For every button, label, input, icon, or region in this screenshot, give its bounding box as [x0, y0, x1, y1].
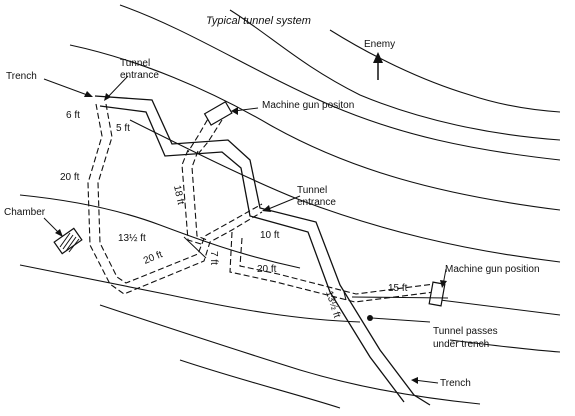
- chamber-label: Chamber: [4, 207, 46, 218]
- dim-20ft-left: 20 ft: [60, 172, 80, 183]
- trench-label-top: Trench: [6, 71, 37, 82]
- dimension-leaders: [183, 236, 449, 301]
- dim-5ft: 5 ft: [116, 123, 130, 134]
- machine-gun-position-label-right: Machine gun position: [445, 264, 540, 275]
- tunnel-entrance-label-2-line1: Tunnel: [297, 185, 327, 196]
- machine-gun-position-top-box: [203, 100, 233, 126]
- tunnel-entrance-label-1-line2: entrance: [120, 70, 159, 81]
- dim-20ft-mid: 20 ft: [142, 249, 164, 267]
- dim-7ft: 7 ft: [208, 251, 219, 265]
- tunnel-passes-label-line2: under trench: [433, 339, 489, 350]
- dim-6ft: 6 ft: [66, 110, 80, 121]
- trench-label-bottom: Trench: [440, 378, 471, 389]
- dim-13half-left: 13½ ft: [118, 233, 146, 244]
- tunnel-entrance-label-1-line1: Tunnel: [120, 58, 150, 69]
- contour-lines: [19, 4, 561, 409]
- dim-18ft: 18 ft: [171, 184, 186, 206]
- machine-gun-position-label-top: Machine gun positon: [262, 100, 354, 111]
- enemy-arrow: [373, 52, 383, 80]
- pointer-arrows: [43, 75, 447, 384]
- dim-20ft-right: 20 ft: [257, 264, 277, 275]
- tunnel-passes-label-line1: Tunnel passes: [433, 326, 498, 337]
- trench: [94, 95, 431, 406]
- tunnels: [87, 103, 435, 303]
- machine-gun-position-right-box: [428, 281, 446, 307]
- dim-15ft: 15 ft: [388, 283, 408, 294]
- dim-13half-right: 13½ ft: [323, 290, 342, 320]
- diagram-title: Typical tunnel system: [206, 15, 311, 27]
- chamber-box: [53, 227, 83, 255]
- dim-10ft: 10 ft: [260, 230, 280, 241]
- enemy-label: Enemy: [364, 39, 395, 50]
- tunnel-entrance-label-2-line2: entrance: [297, 197, 336, 208]
